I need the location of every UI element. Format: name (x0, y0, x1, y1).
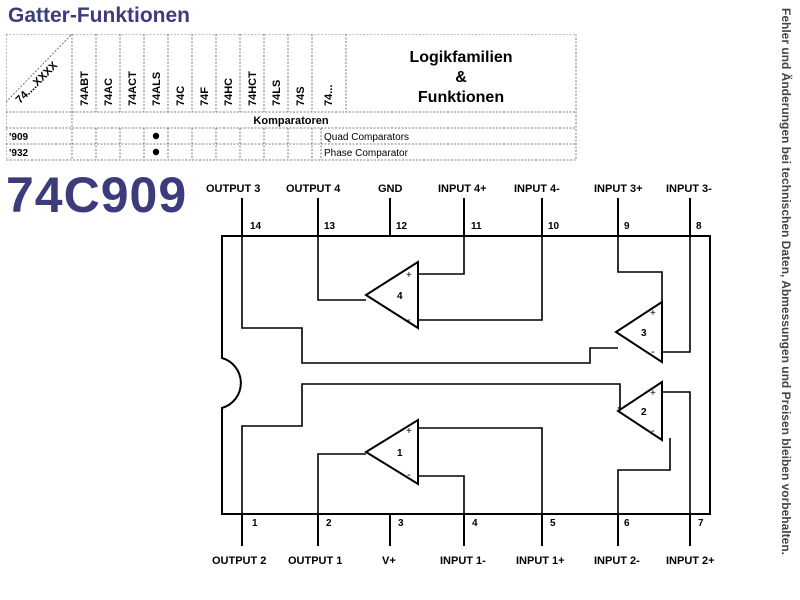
family-header: 74C (175, 86, 187, 106)
comparator-3-id: 3 (641, 328, 647, 339)
pin-label-10: INPUT 4- (514, 183, 560, 195)
family-header: 74ACT (127, 71, 139, 106)
comparator-1: 1 + - (364, 418, 419, 486)
row-desc: Phase Comparator (324, 148, 409, 159)
pin-number-12: 12 (396, 221, 408, 232)
family-header: 74HC (223, 78, 235, 106)
comparator-1-plus: + (406, 426, 412, 437)
pin-label-6: INPUT 2- (594, 555, 640, 567)
right-header-line: Funktionen (418, 89, 504, 106)
family-header: 74ABT (79, 71, 91, 106)
pin-number-4: 4 (472, 518, 478, 529)
pin-label-4: INPUT 1- (440, 555, 486, 567)
pin-number-5: 5 (550, 518, 556, 529)
family-header: 74HCT (247, 71, 259, 106)
comparator-2-plus: + (650, 388, 656, 399)
pin-label-13: OUTPUT 4 (286, 183, 341, 195)
pin-number-9: 9 (624, 221, 630, 232)
pin-label-11: INPUT 4+ (438, 183, 487, 195)
family-header: 74S (295, 86, 307, 106)
pin-number-6: 6 (624, 518, 630, 529)
row-dot (152, 132, 160, 140)
comparator-2: 2 + - (616, 380, 663, 442)
comparator-4-minus: - (407, 314, 411, 326)
pin-number-13: 13 (324, 221, 336, 232)
pin-label-12: GND (378, 183, 403, 195)
family-header: 74F (199, 87, 211, 106)
pin-number-8: 8 (696, 221, 702, 232)
pin-label-3: V+ (382, 555, 396, 567)
disclaimer-sidebar: Fehler und Änderungen bei technischen Da… (775, 8, 797, 592)
family-header: 74... (323, 85, 335, 106)
comparator-3: 3 + - (614, 300, 663, 364)
ic-package-outline (221, 235, 711, 515)
row-dot (152, 148, 160, 156)
pin-number-7: 7 (698, 518, 704, 529)
page-title: Gatter-Funktionen (8, 4, 190, 27)
pin-label-2: OUTPUT 1 (288, 555, 342, 567)
family-header: 74AC (103, 78, 115, 106)
comparator-2-minus: - (651, 425, 655, 437)
right-header-line: & (455, 69, 467, 86)
pin-label-8: INPUT 3- (666, 183, 712, 195)
comparator-3-plus: + (650, 308, 656, 319)
comparator-3-minus: - (651, 346, 655, 358)
pin-label-14: OUTPUT 3 (206, 183, 260, 195)
comparator-4: 4 + - (364, 260, 419, 330)
pin-label-1: OUTPUT 2 (212, 555, 266, 567)
comparator-2-id: 2 (641, 407, 647, 418)
comparator-1-id: 1 (397, 448, 403, 459)
pin-number-2: 2 (326, 518, 332, 529)
pin-label-7: INPUT 2+ (666, 555, 715, 567)
disclaimer-text: Fehler und Änderungen bei technischen Da… (779, 8, 793, 555)
row-desc: Quad Comparators (324, 132, 409, 143)
comparator-4-plus: + (406, 270, 412, 281)
table-corner-label: 74....XXXX (14, 59, 61, 106)
logic-family-table: 74....XXXX 74ABT 74AC 74ACT 74ALS 74C 74… (6, 34, 577, 161)
pin-number-14: 14 (250, 221, 262, 232)
family-header: 74LS (271, 80, 283, 106)
pin-number-1: 1 (252, 518, 258, 529)
pin-number-3: 3 (398, 518, 404, 529)
row-part: '909 (9, 132, 29, 143)
comparator-4-id: 4 (397, 291, 403, 302)
family-header: 74ALS (151, 72, 163, 106)
comparator-1-minus: - (407, 469, 411, 481)
pin-label-5: INPUT 1+ (516, 555, 565, 567)
pin-number-11: 11 (471, 221, 482, 232)
row-part: '932 (9, 148, 29, 159)
section-header: Komparatoren (253, 115, 328, 127)
pin-number-10: 10 (548, 221, 560, 232)
right-header-line: Logikfamilien (409, 49, 512, 66)
pinout-diagram: OUTPUT 3 OUTPUT 4 GND INPUT 4+ INPUT 4- … (206, 183, 715, 567)
pin-label-9: INPUT 3+ (594, 183, 643, 195)
part-number-title: 74C909 (6, 167, 188, 223)
